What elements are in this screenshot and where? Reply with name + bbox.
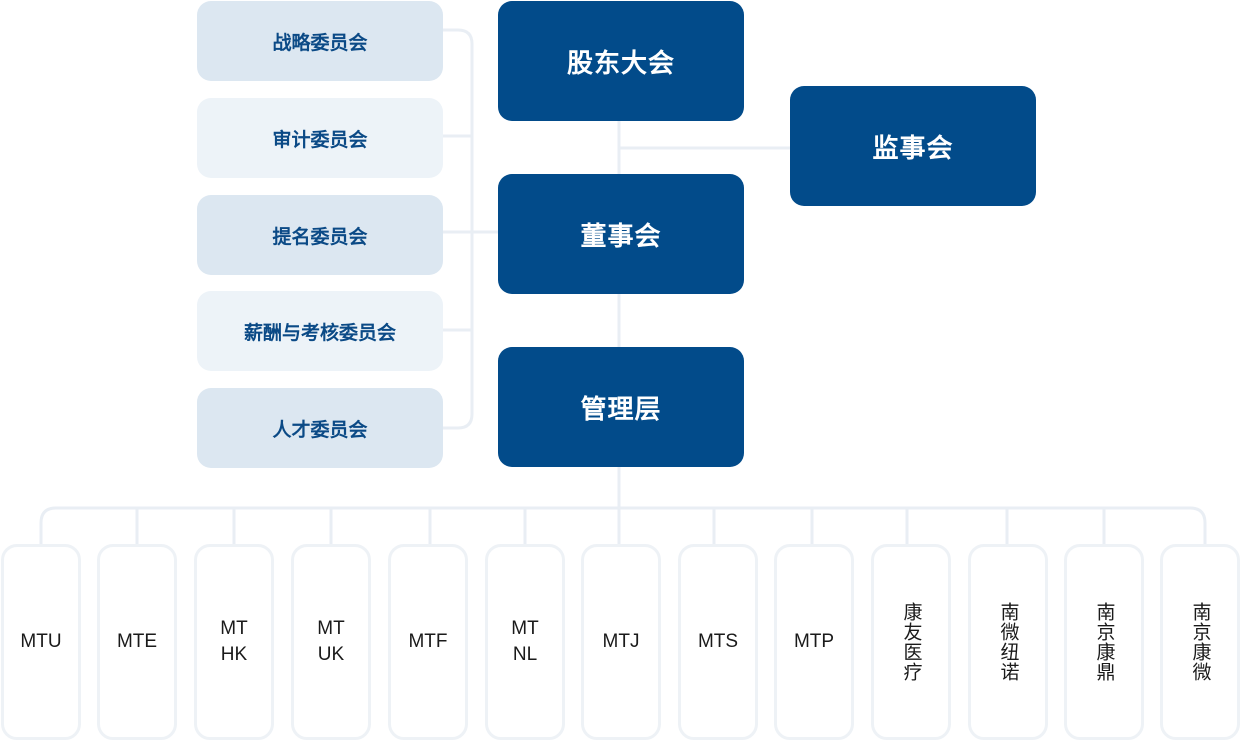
subsidiary-mts: MTS	[678, 544, 758, 740]
board-of-directors-box: 董事会	[498, 174, 744, 294]
subsidiary-label: 康友医疗	[900, 602, 922, 682]
subsidiary-label: MTU	[20, 631, 62, 653]
subsidiary-mtf: MTF	[388, 544, 468, 740]
subsidiary-nanjing-kangwei: 南京康微	[1160, 544, 1240, 740]
subsidiary-label: MT NL	[511, 618, 539, 665]
supervisory-board-box: 监事会	[790, 86, 1036, 206]
management-box: 管理层	[498, 347, 744, 467]
committee-label: 提名委员会	[272, 225, 368, 248]
committee-strategy: 战略委员会	[197, 1, 443, 81]
management-label: 管理层	[580, 394, 662, 425]
committee-nomination: 提名委员会	[197, 195, 443, 275]
subsidiary-mt-hk: MT HK	[194, 544, 274, 740]
subsidiary-mtp: MTP	[774, 544, 854, 740]
subsidiary-nanwei-niuno: 南微纽诺	[968, 544, 1048, 740]
committee-label: 薪酬与考核委员会	[243, 321, 396, 344]
subsidiary-label: MTS	[697, 631, 739, 653]
subsidiary-nanjing-kangding: 南京康鼎	[1064, 544, 1144, 740]
shareholders-meeting-label: 股东大会	[566, 48, 675, 79]
subsidiary-mtu: MTU	[1, 544, 81, 740]
subsidiary-label: 南京康鼎	[1093, 602, 1115, 682]
subsidiary-label: 南京康微	[1189, 602, 1211, 682]
subsidiary-kangyou: 康友医疗	[871, 544, 951, 740]
supervisory-board-label: 监事会	[872, 133, 954, 164]
subsidiary-label: MT UK	[317, 618, 345, 665]
subsidiary-label: MTF	[408, 631, 448, 653]
subsidiary-mt-nl: MT NL	[485, 544, 565, 740]
connector-committee-bracket	[443, 28, 474, 430]
shareholders-meeting-box: 股东大会	[498, 1, 744, 121]
subsidiary-label: 南微纽诺	[997, 602, 1019, 682]
subsidiary-label: MTP	[793, 631, 835, 653]
committee-label: 审计委员会	[272, 128, 368, 151]
subsidiary-mte: MTE	[97, 544, 177, 740]
board-of-directors-label: 董事会	[580, 221, 662, 252]
committee-audit: 审计委员会	[197, 98, 443, 178]
subsidiary-mtj: MTJ	[581, 544, 661, 740]
subsidiary-mt-uk: MT UK	[291, 544, 371, 740]
connector-subsidiary-rail	[39, 506, 1207, 544]
committee-label: 人才委员会	[272, 418, 368, 441]
committee-label: 战略委员会	[272, 31, 368, 54]
committee-talent: 人才委员会	[197, 388, 443, 468]
committee-remuneration: 薪酬与考核委员会	[197, 291, 443, 371]
subsidiary-label: MT HK	[220, 618, 248, 665]
subsidiary-label: MTE	[116, 631, 158, 653]
subsidiary-label: MTJ	[602, 631, 640, 653]
